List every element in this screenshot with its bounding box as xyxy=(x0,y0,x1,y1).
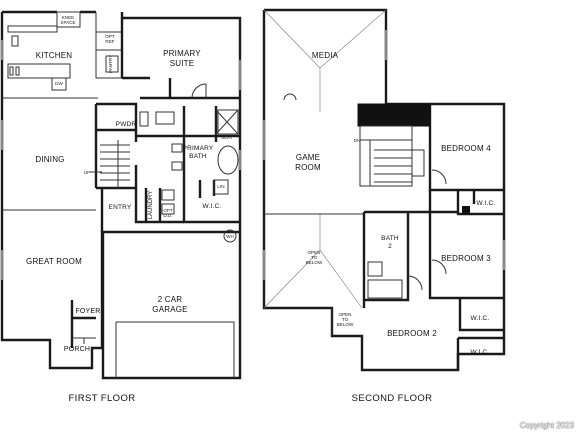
open-to-below-a-1: OPEN xyxy=(307,250,320,255)
opt-dd-label-1: OPT xyxy=(163,208,173,213)
primary-suite-label-1: PRIMARY xyxy=(163,49,201,58)
wic-bedroom-2-label: W.I.C. xyxy=(471,349,490,356)
dining-label: DINING xyxy=(35,155,64,164)
open-to-below-b-2: TO xyxy=(342,317,349,322)
bedroom-4-label: BEDROOM 4 xyxy=(441,144,491,153)
bath-2-label-2: 2 xyxy=(388,243,392,250)
game-room-label-2: ROOM xyxy=(295,163,321,172)
primary-bath-label-2: BATH xyxy=(189,153,207,160)
great-room-label: GREAT ROOM xyxy=(26,257,82,266)
first-floor-outer-wall xyxy=(0,10,242,380)
bath-2-label-1: BATH xyxy=(381,235,399,242)
open-to-below-b-3: BELOW xyxy=(337,322,354,327)
second-floor-outer-wall xyxy=(262,8,506,372)
primary-suite-label-2: SUITE xyxy=(170,59,195,68)
entry-label: ENTRY xyxy=(109,204,132,211)
media-label: MEDIA xyxy=(312,51,339,60)
open-to-below-a-2: TO xyxy=(311,255,318,260)
knee-space-label-2: SPACE xyxy=(60,20,75,25)
dw-label: DW xyxy=(55,81,63,86)
foyer-label: FOYER xyxy=(75,308,100,315)
garage-label-2: GARAGE xyxy=(152,305,187,314)
opt-dd-label-2: D.D. xyxy=(163,213,172,218)
primary-bath-label-1: PRIMARY xyxy=(183,145,214,152)
second-floor-title: SECOND FLOOR xyxy=(352,393,433,404)
knee-space-label-1: KNEE xyxy=(62,15,75,20)
porch-label: PORCH xyxy=(64,346,90,353)
first-floor-plan xyxy=(0,10,242,380)
second-floor-plan xyxy=(262,8,506,372)
laundry-label: LAUNDRY xyxy=(148,191,154,220)
garage-label-1: 2 CAR xyxy=(158,295,183,304)
opt-ref-label-2: REF xyxy=(105,39,114,44)
game-room-label-1: GAME xyxy=(296,153,320,162)
lin-label: LIN xyxy=(217,184,224,189)
pantry-label: PANTRY xyxy=(108,55,113,73)
first-floor-title: FIRST FLOOR xyxy=(68,393,135,404)
copyright-watermark: Copyright 2023 xyxy=(519,421,574,430)
bedroom-3-label: BEDROOM 3 xyxy=(441,254,491,263)
wic-label: W.I.C. xyxy=(203,203,222,210)
seat-label: SEAT xyxy=(221,135,233,140)
open-to-below-a-3: BELOW xyxy=(306,260,323,265)
opt-ref-label-1: OPT xyxy=(105,34,115,39)
wic-bedroom-3-label: W.I.C. xyxy=(471,315,490,322)
up-label: UP xyxy=(84,170,90,175)
open-to-below-b-1: OPEN xyxy=(338,312,351,317)
wic-bedroom-4-label: W.I.C. xyxy=(477,200,496,207)
wh-label: WH xyxy=(226,234,234,239)
dn-label: DN xyxy=(354,138,361,143)
pwdr-label: PWDR xyxy=(116,121,137,128)
bedroom-2-label: BEDROOM 2 xyxy=(387,329,437,338)
kitchen-label: KITCHEN xyxy=(36,51,73,60)
